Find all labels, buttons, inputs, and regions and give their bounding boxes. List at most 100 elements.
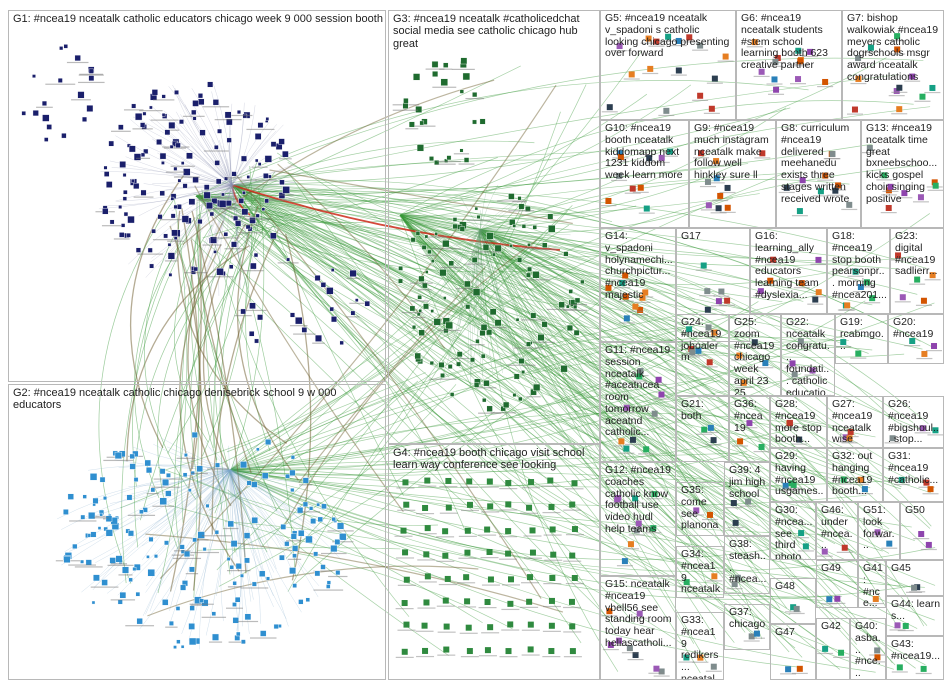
group-box-g16: G16: learning_ally #ncea19 educators lea… [750,228,827,314]
group-label-g24: G24: #ncea19 joboaler m [681,317,726,364]
group-box-g1: G1: #ncea19 nceatalk catholic educators … [8,10,386,382]
group-label-g27: G27: #ncea19 nceatalk wise [832,399,880,446]
group-box-g24: G24: #ncea19 joboaler m [676,314,729,396]
group-label-g26: G26: #ncea19 #bigshoul... stop... [888,399,941,446]
group-label-g12: G12: #ncea19 coaches catholic know footb… [605,465,673,536]
group-box-g33: G33: #ncea19 redikers... nceatal... [676,612,724,680]
group-label-g37: G37: chicago [729,607,767,631]
group-box-g47: G47 [770,624,816,680]
group-label-g35: G35: come see planona... [681,485,721,536]
group-box-g48: G48 [770,578,816,624]
group-box-g41: G41: #nce... [858,560,886,608]
group-label-g3: G3: #ncea19 nceatalk #catholicedchat soc… [393,13,597,50]
group-label-g5: G5: #ncea19 nceatalk v_spadoni s catholi… [605,13,733,60]
group-label-g45: G45 [891,563,941,575]
group-box-g5: G5: #ncea19 nceatalk v_spadoni s catholi… [600,10,736,120]
group-label-g38: G38: steash... #ncea... [729,539,767,586]
group-box-g26: G26: #ncea19 #bigshoul... stop... [883,396,944,448]
group-box-g39: G39: 4 jim high school [724,462,770,536]
group-label-g7: G7: bishop walkowiak #ncea19 meyers cath… [847,13,941,84]
group-label-g21: G21: both [681,399,726,423]
group-label-g28: G28: #ncea19 more stop booth... [775,399,824,446]
group-box-g49: G49 [816,560,858,608]
group-box-g20: G20: #ncea19 [888,314,944,364]
group-box-g10: G10: #ncea19 booth nceatalk kiddomapp ne… [600,120,689,228]
group-box-g35: G35: come see planona... [676,482,724,536]
group-label-g32: G32: out hanging #ncea19 booth... [832,451,880,498]
group-label-g13: G13: #ncea19 nceatalk time great bxneebs… [866,123,941,205]
group-label-g44: G44: learn s... [891,599,941,623]
group-box-g15: G15: nceatalk #ncea19 vbell56 see standi… [600,576,676,680]
group-box-g6: G6: #ncea19 nceatalk students #stem scho… [736,10,842,120]
group-box-g4: G4: #ncea19 booth chicago visit school l… [388,444,600,680]
group-box-g25: G25: zoom #ncea19 chicago week april 23 … [729,314,781,396]
group-label-g10: G10: #ncea19 booth nceatalk kiddomapp ne… [605,123,686,182]
group-box-g3: G3: #ncea19 nceatalk #catholicedchat soc… [388,10,600,444]
group-label-g9: G9: #ncea19 much instagram nceatalk make… [694,123,773,182]
group-box-g23: G23: digital #ncea19 sadlierr... [890,228,944,314]
group-box-g28: G28: #ncea19 more stop booth... [770,396,827,448]
group-box-g29: G29: having #ncea19 usgames... [770,448,827,502]
group-label-g20: G20: #ncea19 [893,317,941,341]
group-label-g23: G23: digital #ncea19 sadlierr... [895,231,941,278]
group-box-g32: G32: out hanging #ncea19 booth... [827,448,883,502]
group-label-g31: G31: #ncea19 #catholic... [888,451,941,486]
group-label-g17: G17 [681,231,747,243]
group-box-g11: G11: #ncea19 session nceatalk #aceatncea… [600,342,676,462]
group-label-g39: G39: 4 jim high school [729,465,767,500]
group-label-g41: G41: #nce... [863,563,883,608]
group-box-g27: G27: #ncea19 nceatalk wise [827,396,883,448]
group-box-g38: G38: steash... #ncea... [724,536,770,594]
group-box-g40: G40: asba... #nce... _live [850,618,886,680]
group-box-g43: G43: #ncea19... [886,636,944,680]
group-box-g13: G13: #ncea19 nceatalk time great bxneebs… [861,120,944,228]
group-label-g4: G4: #ncea19 booth chicago visit school l… [393,447,597,472]
group-label-g1: G1: #ncea19 nceatalk catholic educators … [13,13,383,25]
group-label-g2: G2: #ncea19 nceatalk catholic chicago de… [13,387,383,412]
group-box-g34: G34: #ncea19 nceatalk catholict... [676,546,724,598]
group-box-g51: G51: look forwar... [858,502,900,560]
group-label-g33: G33: #ncea19 redikers... nceatal... [681,615,721,680]
group-box-g12: G12: #ncea19 coaches catholic know footb… [600,462,676,576]
group-box-g18: G18: #ncea19 stop booth pearsonpr... mor… [827,228,890,314]
group-box-g46: G46: under #ncea... [816,502,858,560]
group-label-g50: G50 [905,505,941,517]
group-box-g42: G42 [816,618,850,680]
group-box-g50: G50 [900,502,944,560]
group-label-g47: G47 [775,627,813,639]
group-label-g16: G16: learning_ally #ncea19 educators lea… [755,231,824,302]
group-label-g30: G30: #ncea... see third photo... [775,505,813,560]
group-label-g36: G36: #ncea19 [734,399,767,434]
group-box-g8: G8: curriculum #ncea19 delivered meehane… [776,120,861,228]
group-label-g40: G40: asba... #nce... _live [855,621,883,680]
group-label-g48: G48 [775,581,813,593]
group-box-g45: G45 [886,560,944,596]
group-label-g14: G14: v_spadoni holynamechi... churchpict… [605,231,673,302]
group-box-g31: G31: #ncea19 #catholic... [883,448,944,502]
group-label-g34: G34: #ncea19 nceatalk catholict... [681,549,721,598]
group-box-g19: G19: rcabmgo... [835,314,888,364]
group-label-g49: G49 [821,563,855,575]
group-label-g51: G51: look forwar... [863,505,897,552]
group-box-g30: G30: #ncea... see third photo... [770,502,816,560]
group-box-g36: G36: #ncea19 [729,396,770,462]
group-box-g7: G7: bishop walkowiak #ncea19 meyers cath… [842,10,944,120]
group-box-g21: G21: both [676,396,729,462]
group-label-g18: G18: #ncea19 stop booth pearsonpr... mor… [832,231,887,302]
group-box-g44: G44: learn s... [886,596,944,636]
group-box-g9: G9: #ncea19 much instagram nceatalk make… [689,120,776,228]
group-label-g19: G19: rcabmgo... [840,317,885,352]
group-box-g14: G14: v_spadoni holynamechi... churchpict… [600,228,676,342]
group-box-g2: G2: #ncea19 nceatalk catholic chicago de… [8,384,386,680]
group-label-g25: G25: zoom #ncea19 chicago week april 23 … [734,317,778,396]
group-box-g22: G22: nceatalk congratu... foundati... ca… [781,314,835,396]
group-label-g29: G29: having #ncea19 usgames... [775,451,824,502]
group-label-g46: G46: under #ncea... [821,505,855,552]
group-box-g37: G37: chicago [724,604,770,650]
group-label-g22: G22: nceatalk congratu... foundati... ca… [786,317,832,396]
group-label-g42: G42 [821,621,847,633]
group-label-g8: G8: curriculum #ncea19 delivered meehane… [781,123,858,205]
group-label-g15: G15: nceatalk #ncea19 vbell56 see standi… [605,579,673,650]
group-label-g43: G43: #ncea19... [891,639,941,663]
